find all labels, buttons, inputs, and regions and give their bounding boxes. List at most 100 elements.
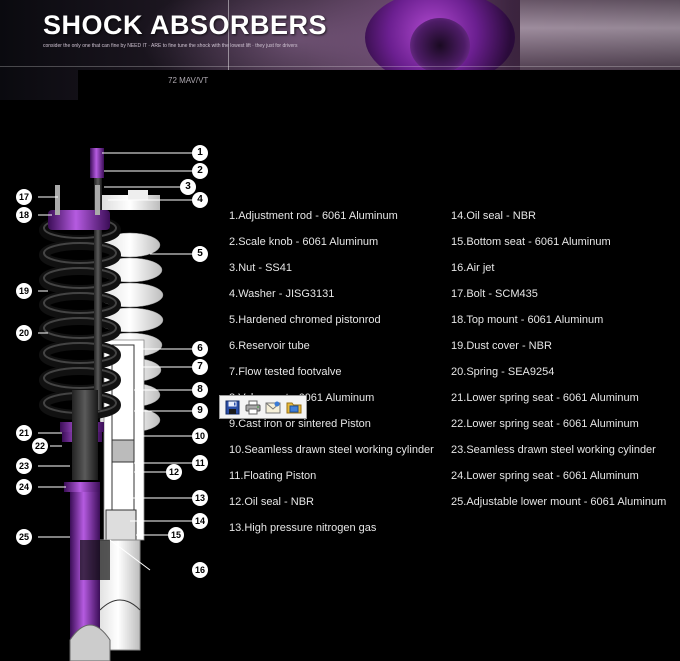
parts-list-right: 14Oil seal - NBR 15Bottom seat - 6061 Al… bbox=[451, 209, 666, 521]
part-description: Top mount - 6061 Aluminum bbox=[466, 314, 604, 326]
part-item-6: 6Reservoir tube bbox=[229, 339, 434, 365]
part-item-4: 4Washer - JISG3131 bbox=[229, 287, 434, 313]
part-item-9: 9Cast iron or sintered Piston bbox=[229, 417, 434, 443]
part-item-18: 18Top mount - 6061 Aluminum bbox=[451, 313, 666, 339]
part-item-17: 17Bolt - SCM435 bbox=[451, 287, 666, 313]
part-description: Floating Piston bbox=[243, 470, 317, 482]
callout-16: 16 bbox=[192, 562, 208, 578]
callout-23: 23 bbox=[16, 458, 32, 474]
part-number: 21 bbox=[451, 391, 466, 405]
banner-tagline: consider the only one that can fine by N… bbox=[43, 43, 298, 49]
callout-22: 22 bbox=[32, 438, 48, 454]
part-description: Hardened chromed pistonrod bbox=[238, 314, 381, 326]
part-item-20: 20Spring - SEA9254 bbox=[451, 365, 666, 391]
banner-knob-center-image bbox=[410, 18, 470, 73]
part-item-10: 10Seamless drawn steel working cylinder bbox=[229, 443, 434, 469]
piston-rod bbox=[94, 150, 102, 410]
part-description: Nut - SS41 bbox=[238, 262, 292, 274]
callout-10: 10 bbox=[192, 428, 208, 444]
part-number: 6 bbox=[229, 339, 238, 353]
part-item-13: 13High pressure nitrogen gas bbox=[229, 521, 434, 547]
callout-12: 12 bbox=[166, 464, 182, 480]
part-description: Oil seal - NBR bbox=[466, 210, 536, 222]
part-number: 22 bbox=[451, 417, 466, 431]
part-description: Adjustment rod - 6061 Aluminum bbox=[238, 210, 398, 222]
part-description: Lower spring seat - 6061 Aluminum bbox=[466, 392, 639, 404]
callout-9: 9 bbox=[192, 403, 208, 419]
part-item-22: 22Lower spring seat - 6061 Aluminum bbox=[451, 417, 666, 443]
part-description: Bolt - SCM435 bbox=[466, 288, 538, 300]
part-description: Washer - JISG3131 bbox=[238, 288, 335, 300]
part-item-14: 14Oil seal - NBR bbox=[451, 209, 666, 235]
part-item-21: 21Lower spring seat - 6061 Aluminum bbox=[451, 391, 666, 417]
image-toolbar bbox=[219, 395, 307, 419]
part-item-11: 11Floating Piston bbox=[229, 469, 434, 495]
part-number: 23 bbox=[451, 443, 466, 457]
diagram-svg bbox=[39, 148, 164, 661]
part-number: 14 bbox=[451, 209, 466, 223]
part-description: Flow tested footvalve bbox=[238, 366, 342, 378]
part-description: Cast iron or sintered Piston bbox=[238, 418, 371, 430]
part-number: 7 bbox=[229, 365, 238, 379]
banner-divider-vertical bbox=[228, 0, 229, 100]
part-number: 5 bbox=[229, 313, 238, 327]
part-item-16: 16Air jet bbox=[451, 261, 666, 287]
part-number: 1 bbox=[229, 209, 238, 223]
callout-20: 20 bbox=[16, 325, 32, 341]
part-item-1: 1Adjustment rod - 6061 Aluminum bbox=[229, 209, 434, 235]
part-description: High pressure nitrogen gas bbox=[244, 522, 377, 534]
part-item-25: 25Adjustable lower mount - 6061 Aluminum bbox=[451, 495, 666, 521]
callout-18: 18 bbox=[16, 207, 32, 223]
part-number: 25 bbox=[451, 495, 466, 509]
part-description: Seamless drawn steel working cylinder bbox=[244, 444, 434, 456]
callout-8: 8 bbox=[192, 382, 208, 398]
part-description: Seamless drawn steel working cylinder bbox=[466, 444, 656, 456]
part-number: 15 bbox=[451, 235, 466, 249]
callout-19: 19 bbox=[16, 283, 32, 299]
leader-lines bbox=[38, 152, 192, 571]
callout-2: 2 bbox=[192, 163, 208, 179]
part-item-5: 5Hardened chromed pistonrod bbox=[229, 313, 434, 339]
part-item-15: 15Bottom seat - 6061 Aluminum bbox=[451, 235, 666, 261]
part-description: Lower spring seat - 6061 Aluminum bbox=[466, 470, 639, 482]
part-number: 16 bbox=[451, 261, 466, 275]
email-icon[interactable] bbox=[265, 399, 282, 416]
banner-code: 72 MAV/VT bbox=[168, 76, 209, 85]
part-number: 17 bbox=[451, 287, 466, 301]
callout-1: 1 bbox=[192, 145, 208, 161]
part-item-23: 23Seamless drawn steel working cylinder bbox=[451, 443, 666, 469]
part-item-2: 2Scale knob - 6061 Aluminum bbox=[229, 235, 434, 261]
callout-15: 15 bbox=[168, 527, 184, 543]
callout-4: 4 bbox=[192, 192, 208, 208]
part-number: 10 bbox=[229, 443, 244, 457]
callout-13: 13 bbox=[192, 490, 208, 506]
part-description: Air jet bbox=[466, 262, 495, 274]
part-description: Lower spring seat - 6061 Aluminum bbox=[466, 418, 639, 430]
callout-17: 17 bbox=[16, 189, 32, 205]
callout-14: 14 bbox=[192, 513, 208, 529]
part-item-19: 19Dust cover - NBR bbox=[451, 339, 666, 365]
part-number: 3 bbox=[229, 261, 238, 275]
part-number: 13 bbox=[229, 521, 244, 535]
page-title: SHOCK ABSORBERS bbox=[43, 10, 328, 40]
part-item-7: 7Flow tested footvalve bbox=[229, 365, 434, 391]
part-number: 11 bbox=[229, 469, 243, 483]
part-number: 12 bbox=[229, 495, 244, 509]
callout-5: 5 bbox=[192, 246, 208, 262]
part-description: Dust cover - NBR bbox=[466, 340, 552, 352]
callout-3: 3 bbox=[180, 179, 196, 195]
shock-absorber-diagram: 1 2 3 4 5 6 7 8 9 10 11 12 13 14 15 16 1… bbox=[0, 140, 230, 661]
part-description: Adjustable lower mount - 6061 Aluminum bbox=[466, 496, 667, 508]
callout-24: 24 bbox=[16, 479, 32, 495]
part-number: 24 bbox=[451, 469, 466, 483]
parts-list-left: 1Adjustment rod - 6061 Aluminum 2Scale k… bbox=[229, 209, 434, 547]
save-icon[interactable] bbox=[224, 399, 241, 416]
adjustment-knob bbox=[90, 148, 104, 178]
callout-21: 21 bbox=[16, 425, 32, 441]
print-icon[interactable] bbox=[244, 399, 261, 416]
folder-icon[interactable] bbox=[285, 399, 302, 416]
part-number: 19 bbox=[451, 339, 466, 353]
callout-6: 6 bbox=[192, 341, 208, 357]
part-description: Bottom seat - 6061 Aluminum bbox=[466, 236, 611, 248]
part-item-3: 3Nut - SS41 bbox=[229, 261, 434, 287]
